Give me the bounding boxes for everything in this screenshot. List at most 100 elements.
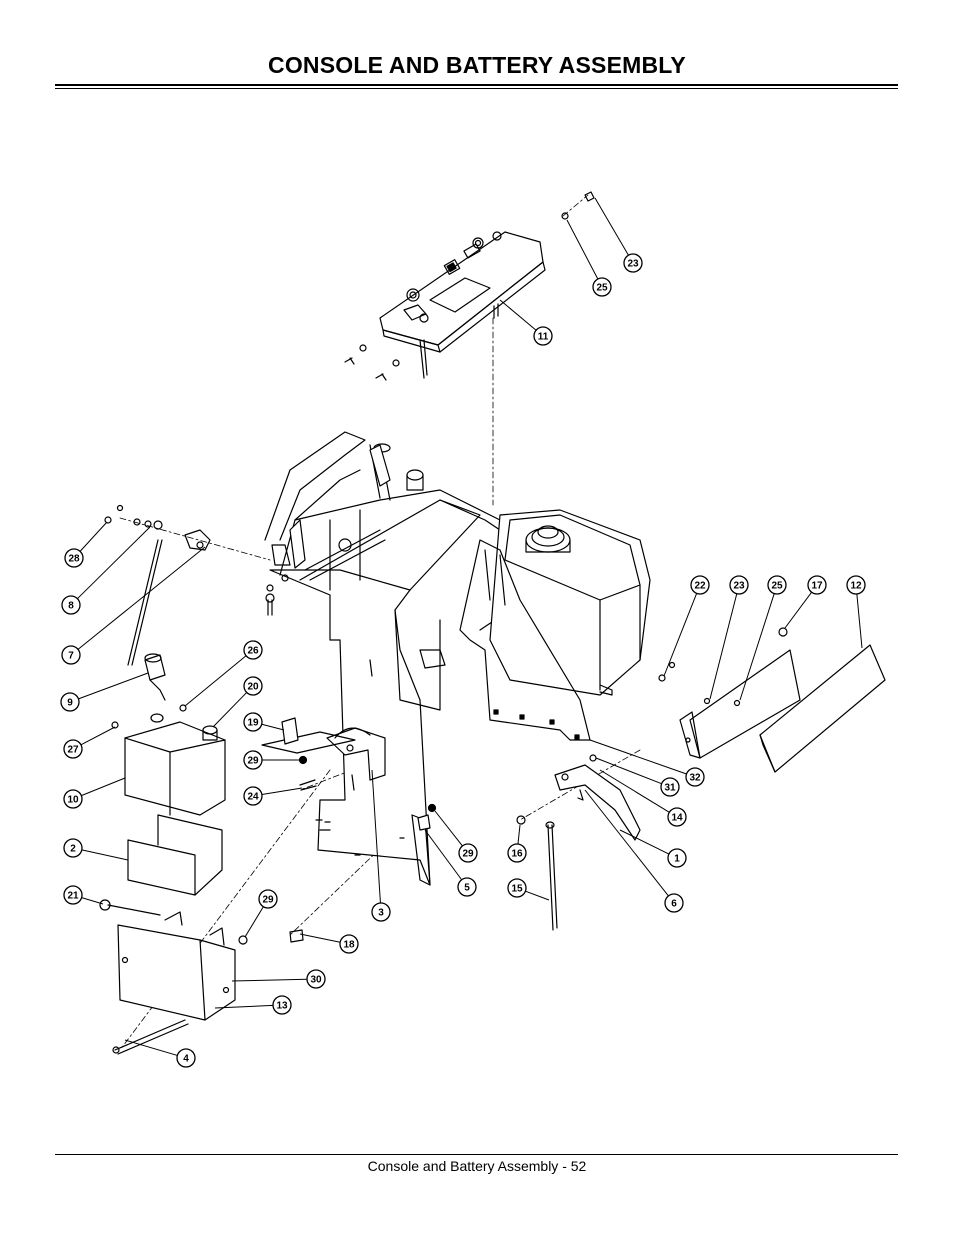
battery-pad [127, 814, 223, 896]
callout-leader [594, 197, 629, 256]
solenoid [144, 653, 187, 712]
callout-label: 8 [68, 601, 74, 612]
callout-leader [261, 787, 303, 796]
callout-leader [525, 890, 550, 901]
callout-leader [77, 546, 206, 650]
callout-label: 29 [462, 849, 474, 860]
callout-label: 31 [664, 783, 676, 794]
callout-circle [61, 645, 81, 665]
callout-circle [63, 885, 83, 905]
callout-circle [243, 676, 263, 696]
callout-circle [660, 777, 680, 797]
callout-circle [61, 595, 81, 615]
callout-circle [258, 889, 278, 909]
callout-label: 1 [674, 854, 680, 865]
callout-c14: 14 [599, 769, 687, 827]
callout-label: 12 [850, 581, 862, 592]
callout-leader [81, 849, 129, 861]
callout-label: 29 [247, 756, 259, 767]
battery-box [99, 899, 248, 1055]
callout-label: 30 [310, 975, 322, 986]
callout-circle [457, 877, 477, 897]
tank-bracket [459, 539, 591, 741]
battery-cables [104, 504, 211, 666]
callout-leader [739, 593, 775, 701]
callout-c6: 6 [584, 789, 684, 913]
callout-leader [856, 593, 863, 649]
callout-c32: 32 [589, 739, 705, 787]
footer-rule [55, 1154, 898, 1155]
callout-label: 7 [68, 651, 74, 662]
callout-leader [299, 933, 341, 943]
page-footer: Console and Battery Assembly - 52 [367, 1158, 587, 1174]
callout-leader [619, 829, 670, 855]
callout-leader [584, 789, 669, 897]
callout-leader [124, 1039, 178, 1056]
callout-leader [261, 723, 285, 731]
callout-label: 15 [511, 884, 523, 895]
callout-leader [424, 829, 463, 881]
linkage-arms [516, 754, 641, 931]
callout-label: 27 [67, 745, 79, 756]
callout-leader [79, 521, 108, 552]
callout-label: 26 [247, 646, 259, 657]
callout-label: 13 [276, 1001, 288, 1012]
callout-label: 16 [511, 849, 523, 860]
callout-label: 25 [596, 283, 608, 294]
callout-circle [272, 995, 292, 1015]
callout-c31: 31 [595, 757, 680, 797]
callout-circle [846, 575, 866, 595]
callout-c26: 26 [184, 640, 263, 707]
callout-c29a: 29 [243, 750, 300, 770]
callout-c11: 11 [499, 299, 553, 346]
callout-leader [589, 739, 687, 775]
callout-c1: 1 [619, 829, 687, 868]
callout-circle [767, 575, 787, 595]
callout-c29c: 29 [434, 810, 478, 863]
callout-circle [507, 843, 527, 863]
callout-label: 4 [183, 1054, 189, 1065]
callout-circle [243, 640, 263, 660]
callout-label: 18 [343, 940, 355, 951]
callout-c25b: 25 [739, 575, 787, 701]
side-panels [658, 627, 886, 773]
callout-leader [231, 978, 308, 982]
page-title: CONSOLE AND BATTERY ASSEMBLY [268, 52, 686, 78]
callout-leader [371, 769, 381, 904]
main-frame [264, 431, 501, 886]
callout-c17: 17 [784, 575, 827, 629]
fuel-tank [489, 509, 651, 696]
callout-circle [60, 692, 80, 712]
callout-leader [214, 1004, 274, 1009]
callout-c23a: 23 [594, 197, 643, 273]
callout-label: 22 [694, 581, 706, 592]
callout-c29b: 29 [244, 889, 278, 938]
callout-c8: 8 [61, 526, 151, 615]
callout-c30: 30 [231, 969, 326, 989]
callout-circle [690, 575, 710, 595]
callout-c3: 3 [371, 769, 391, 922]
callout-leader [212, 692, 248, 728]
small-bracket [289, 803, 437, 943]
mount-bracket [261, 717, 386, 791]
callout-leader [784, 591, 813, 629]
console-hardware [344, 191, 595, 381]
callout-circle [667, 807, 687, 827]
callout-c27: 27 [63, 726, 116, 759]
callout-leader [244, 906, 264, 938]
callout-leader [434, 810, 463, 847]
callout-label: 17 [811, 581, 823, 592]
callout-label: 23 [733, 581, 745, 592]
callout-circle [176, 1048, 196, 1068]
callout-c13: 13 [214, 995, 292, 1015]
callout-circle [458, 843, 478, 863]
callout-leader [77, 526, 151, 600]
callout-label: 10 [67, 795, 79, 806]
callout-label: 14 [671, 813, 683, 824]
callout-circle [623, 253, 643, 273]
callout-circle [63, 739, 83, 759]
callout-c9: 9 [60, 672, 149, 712]
callout-c28: 28 [64, 521, 108, 568]
callout-c20: 20 [212, 676, 263, 728]
callout-leader [80, 726, 116, 746]
